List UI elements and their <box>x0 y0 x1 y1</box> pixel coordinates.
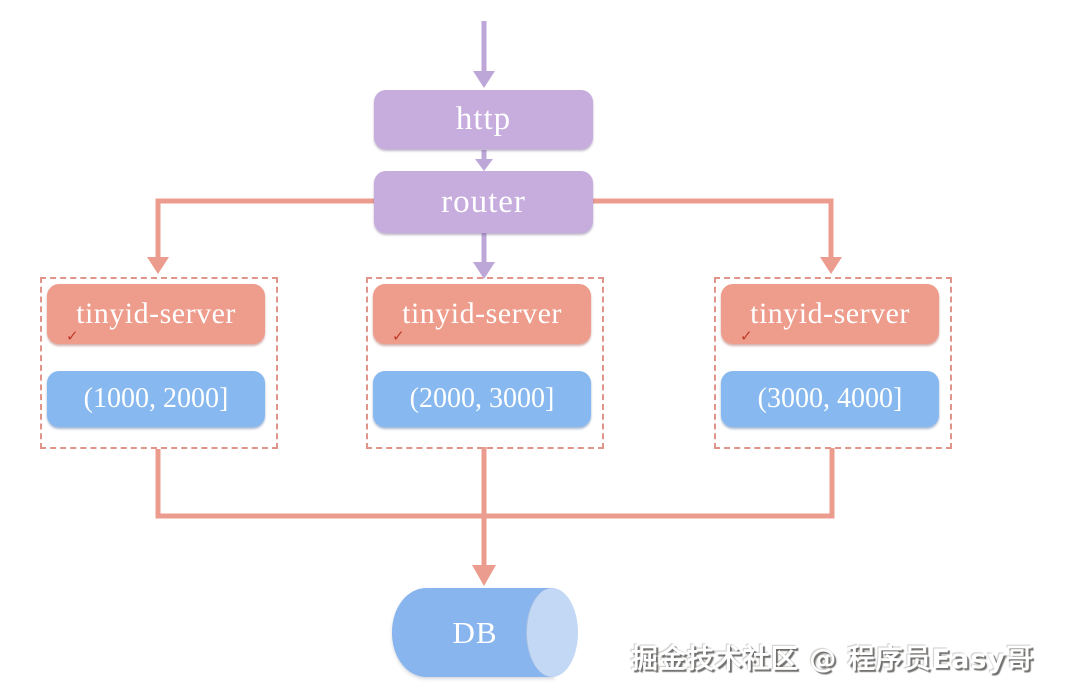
id-range-node-2: (2000, 3000] <box>373 371 591 427</box>
edge-servers-merge-bus <box>155 448 835 519</box>
http-node: http <box>374 90 593 149</box>
tinyid-server-label: tinyid-server <box>402 297 562 330</box>
http-node-label: http <box>455 101 512 137</box>
id-range-label: (2000, 3000] <box>409 383 555 414</box>
spellcheck-mark-icon: ✓ <box>66 327 80 345</box>
router-node-label: router <box>441 183 526 220</box>
router-node: router <box>374 171 593 233</box>
arrow-top-entry <box>473 21 495 88</box>
server-group-2: tinyid-server ✓ (2000, 3000] <box>366 277 604 449</box>
tinyid-server-node-3: tinyid-server ✓ <box>721 284 939 344</box>
db-cylinder-cap <box>526 588 578 677</box>
watermark: 掘金技术社区 @ 程序员Easy哥 <box>630 644 1034 675</box>
tinyid-server-label: tinyid-server <box>750 297 910 330</box>
spellcheck-mark-icon: ✓ <box>392 327 406 345</box>
tinyid-server-node-2: tinyid-server ✓ <box>373 284 591 344</box>
tinyid-server-node-1: tinyid-server ✓ <box>47 284 265 344</box>
id-range-label: (3000, 4000] <box>757 383 903 414</box>
arrow-http-router <box>475 150 493 171</box>
server-group-3: tinyid-server ✓ (3000, 4000] <box>714 277 952 449</box>
arrow-middle-server-db <box>472 447 496 586</box>
db-node-label: DB <box>452 614 498 650</box>
spellcheck-mark-icon: ✓ <box>740 327 754 345</box>
server-group-1: tinyid-server ✓ (1000, 2000] <box>40 277 278 449</box>
id-range-node-1: (1000, 2000] <box>47 371 265 427</box>
id-range-node-3: (3000, 4000] <box>721 371 939 427</box>
db-node: DB <box>392 588 578 677</box>
id-range-label: (1000, 2000] <box>83 383 229 414</box>
tinyid-server-label: tinyid-server <box>76 297 236 330</box>
arrow-router-middle-server <box>473 233 495 279</box>
